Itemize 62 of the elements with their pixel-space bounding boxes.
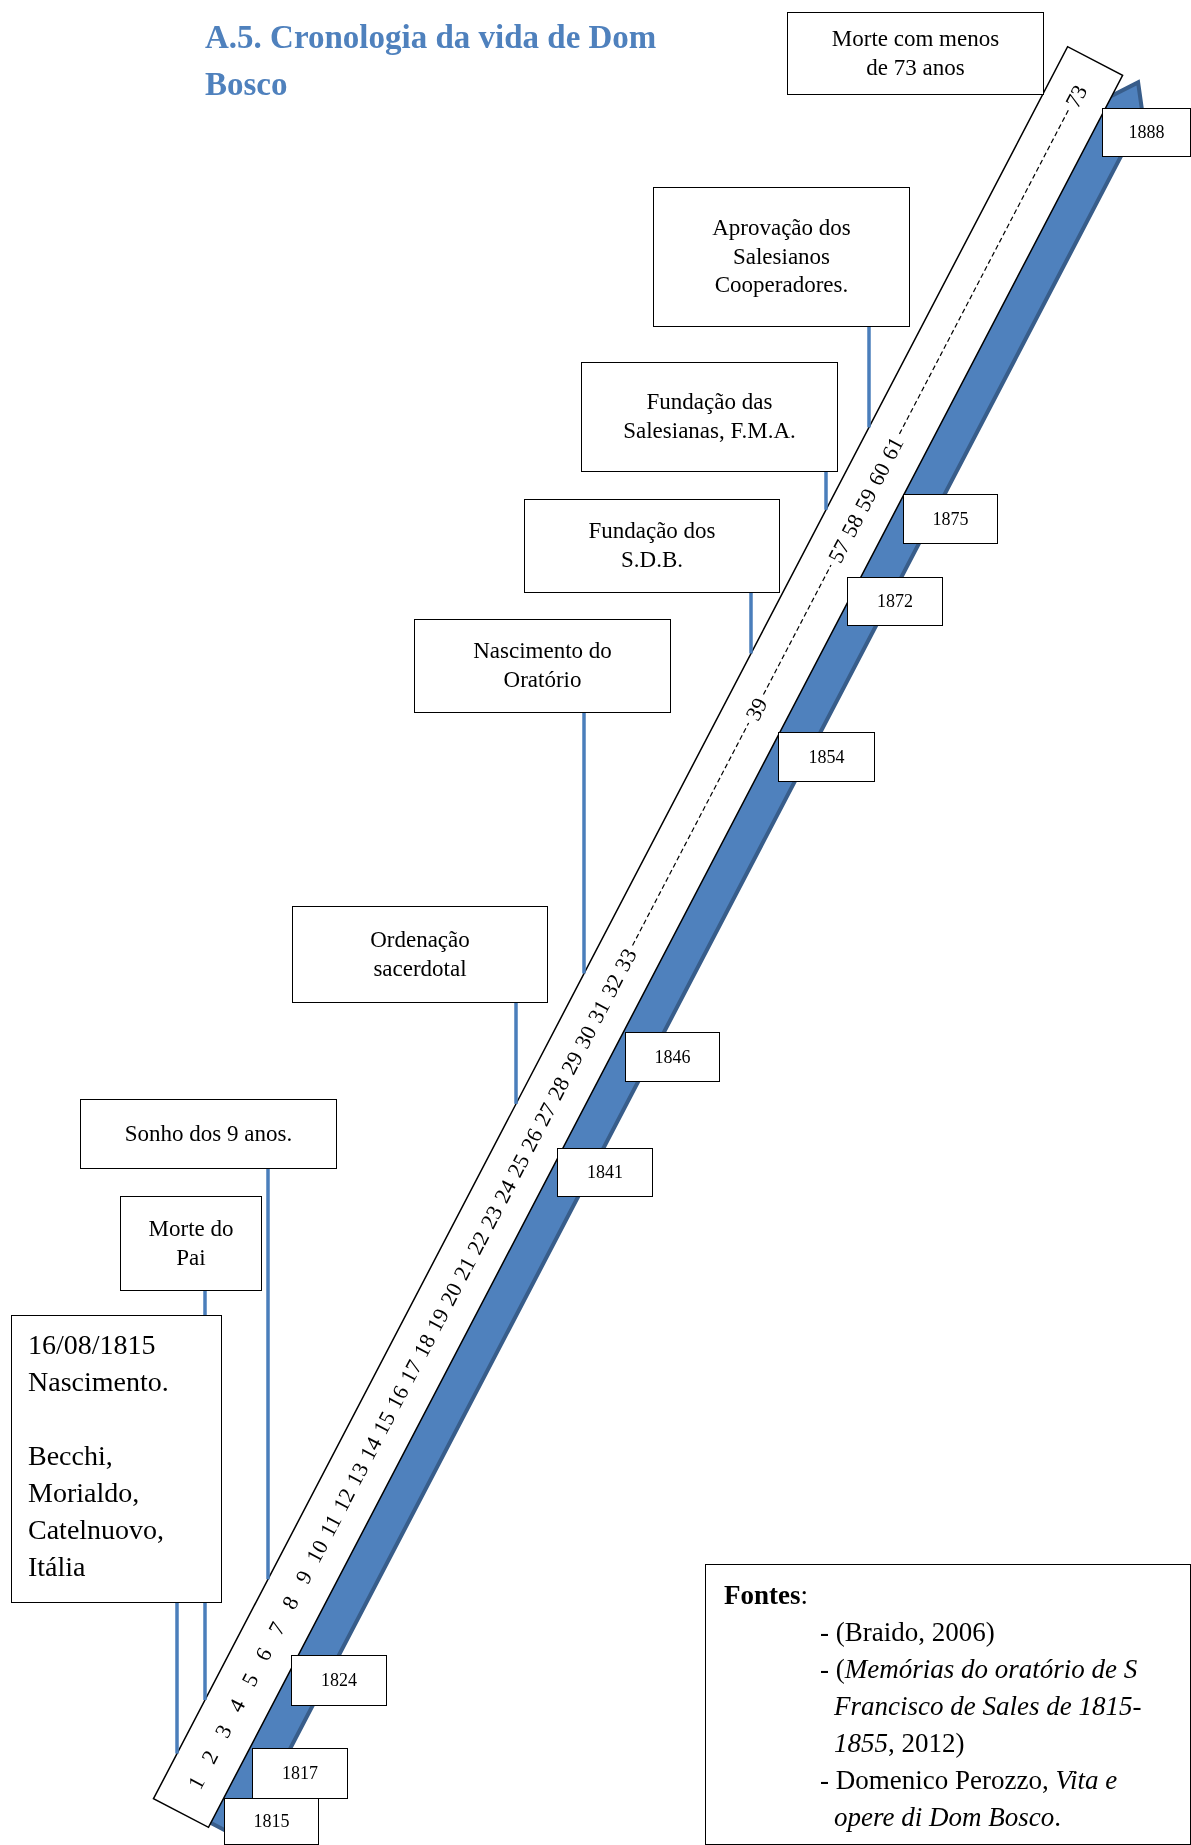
event-text: Ordenação sacerdotal xyxy=(369,925,471,983)
year-box xyxy=(224,1798,319,1845)
leader-line xyxy=(175,1603,179,1754)
age-number: 5 xyxy=(236,1669,264,1691)
year-label: 1841 xyxy=(587,1162,623,1183)
age-number: 39 xyxy=(740,693,773,725)
source-entry: - Domenico Perozzo, Vita e opere di Dom Bosco. xyxy=(819,1764,1119,1834)
year-box xyxy=(847,577,943,626)
leader-line xyxy=(514,1003,518,1104)
event-text: Morte do Pai xyxy=(147,1214,235,1272)
year-label: 1846 xyxy=(654,1046,691,1068)
sources-box xyxy=(705,1564,1191,1845)
year-label: 1817 xyxy=(282,1763,318,1784)
age-number: 33 xyxy=(609,944,642,976)
event-box xyxy=(292,906,548,1003)
event-text: Sonho dos 9 anos. xyxy=(124,1119,293,1148)
sources-heading: Fontes: xyxy=(724,1579,809,1612)
year-box xyxy=(1102,108,1191,157)
leader-line xyxy=(749,593,753,654)
age-number: 6 xyxy=(249,1643,277,1665)
event-box xyxy=(414,619,671,713)
age-number: 1 xyxy=(182,1772,210,1794)
leader-line xyxy=(266,1169,270,1580)
year-label: 1854 xyxy=(808,746,845,768)
year-box xyxy=(903,494,998,544)
leader-line xyxy=(824,472,828,510)
event-text: Morte com menos de 73 anos xyxy=(830,24,1001,82)
event-box xyxy=(581,362,838,472)
age-number: 7 xyxy=(263,1617,291,1640)
event-text: Fundação dos S.D.B. xyxy=(587,517,717,574)
age-number: 4 xyxy=(222,1694,251,1717)
event-text: Aprovação dos Salesianos Cooperadores. xyxy=(711,213,852,300)
year-box xyxy=(557,1148,653,1197)
age-number: 8 xyxy=(276,1592,304,1614)
event-box xyxy=(653,187,910,327)
event-text: Nascimento do Oratório xyxy=(472,637,613,694)
age-number: 9 xyxy=(290,1566,318,1588)
source-entry: - (Memórias do oratório de S Francisco de Sales de 1815-1855, 2012) xyxy=(819,1653,1143,1760)
year-box xyxy=(625,1032,720,1082)
leader-line xyxy=(867,327,871,428)
year-label: 1888 xyxy=(1128,122,1165,143)
event-text: Fundação das Salesianas, F.M.A. xyxy=(622,388,797,445)
event-box xyxy=(787,12,1044,95)
age-number: 3 xyxy=(209,1720,237,1742)
age-number: 2 xyxy=(196,1746,224,1768)
place-text: Becchi, Morialdo, Catelnuovo, Itália xyxy=(28,1439,166,1584)
source-entry: - (Braido, 2006) xyxy=(819,1616,996,1649)
year-label: 1824 xyxy=(321,1670,357,1691)
leader-line xyxy=(582,713,586,974)
year-box xyxy=(291,1655,387,1706)
year-label: 1875 xyxy=(932,508,969,530)
title: A.5. Cronologia da vida de Dom Bosco xyxy=(205,18,658,104)
event-box xyxy=(524,499,780,593)
year-box xyxy=(778,732,875,782)
year-label: 1872 xyxy=(877,591,913,612)
event-box xyxy=(120,1196,262,1291)
year-label: 1815 xyxy=(253,1811,290,1832)
birth-box xyxy=(11,1315,222,1603)
event-text: 16/08/1815 Nascimento. xyxy=(28,1328,170,1399)
year-box xyxy=(252,1748,348,1799)
age-number: 73 xyxy=(1060,80,1093,112)
event-box xyxy=(80,1099,337,1169)
